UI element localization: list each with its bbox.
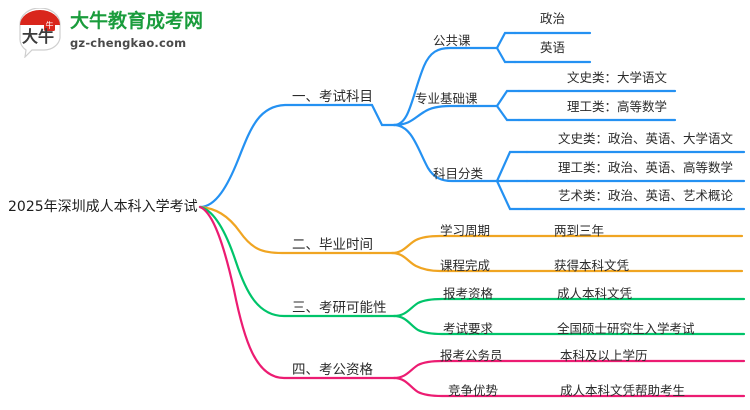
subnode-application-qualification[interactable]: 报考资格 [443, 286, 494, 301]
leaf-class-arts[interactable]: 艺术类：政治、英语、艺术概论 [558, 188, 734, 203]
subnode-course-completion[interactable]: 课程完成 [440, 258, 491, 273]
leaf-obtain-bachelor-diploma[interactable]: 获得本科文凭 [554, 258, 630, 273]
logo-mark-icon: 牛 大牛 [19, 8, 61, 58]
subnode-major-basic-courses[interactable]: 专业基础课 [415, 91, 478, 106]
leaf-diploma-helps-candidates[interactable]: 成人本科文凭帮助考生 [560, 383, 686, 398]
branch-node-3[interactable]: 三、考研可能性 [292, 300, 387, 316]
site-logo[interactable]: 牛 大牛 大牛教育成考网 gz-chengkao.com [14, 6, 204, 60]
leaf-adult-bachelor-diploma[interactable]: 成人本科文凭 [557, 286, 633, 301]
connector-branch-1 [198, 31, 746, 211]
branch-node-4[interactable]: 四、考公资格 [292, 362, 373, 378]
leaf-class-science[interactable]: 理工类：政治、英语、高等数学 [558, 160, 734, 175]
subnode-subject-classification[interactable]: 科目分类 [433, 166, 484, 181]
leaf-politics[interactable]: 政治 [540, 11, 566, 26]
leaf-science-math[interactable]: 理工类：高等数学 [567, 99, 668, 114]
leaf-bachelor-or-above[interactable]: 本科及以上学历 [560, 348, 648, 363]
leaf-english[interactable]: 英语 [540, 40, 566, 55]
branch-node-2[interactable]: 二、毕业时间 [292, 237, 373, 253]
leaf-class-liberal-arts[interactable]: 文史类：政治、英语、大学语文 [558, 131, 734, 146]
subnode-competitive-advantage[interactable]: 竞争优势 [448, 383, 499, 398]
logo-subtitle: gz-chengkao.com [70, 36, 187, 50]
logo-title: 大牛教育成考网 [70, 10, 204, 32]
svg-text:大牛: 大牛 [22, 27, 54, 46]
svg-text:牛: 牛 [46, 20, 54, 30]
root-node[interactable]: 2025年深圳成人本科入学考试 [8, 199, 198, 215]
subnode-exam-requirement[interactable]: 考试要求 [443, 321, 494, 336]
logo-text-block: 大牛教育成考网 gz-chengkao.com [70, 10, 204, 51]
leaf-two-to-three-years[interactable]: 两到三年 [554, 223, 605, 238]
subnode-apply-civil-servant[interactable]: 报考公务员 [440, 348, 503, 363]
leaf-liberal-arts-chinese[interactable]: 文史类：大学语文 [567, 70, 668, 85]
leaf-national-masters-exam[interactable]: 全国硕士研究生入学考试 [557, 321, 695, 336]
branch-node-1[interactable]: 一、考试科目 [292, 89, 373, 105]
subnode-study-period[interactable]: 学习周期 [440, 223, 491, 238]
subnode-public-courses[interactable]: 公共课 [433, 33, 471, 48]
